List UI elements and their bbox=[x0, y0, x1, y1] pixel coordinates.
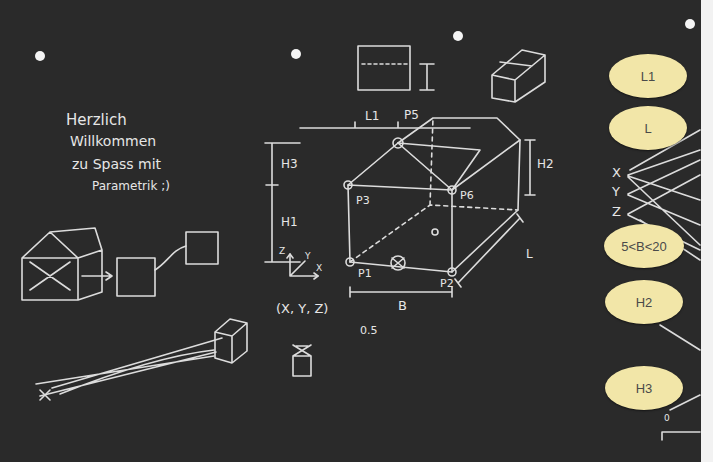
dimension-label: P3 bbox=[356, 195, 370, 207]
dimension-label: P5 bbox=[404, 109, 419, 122]
dimension-label: H1 bbox=[281, 216, 298, 229]
dimension-label: H2 bbox=[537, 158, 554, 171]
dimension-label: P6 bbox=[460, 190, 474, 202]
dimension-label: P2 bbox=[440, 278, 454, 290]
profile-sketch bbox=[358, 46, 545, 102]
parameter-name: 5<B<20 bbox=[621, 239, 667, 254]
dimension-label: L bbox=[526, 248, 533, 261]
dimension-label: H3 bbox=[281, 158, 298, 171]
dimension-label: X bbox=[316, 264, 322, 274]
dimension-label: X bbox=[612, 166, 621, 180]
parameter-name: L1 bbox=[641, 69, 655, 84]
dimension-label: P1 bbox=[358, 268, 372, 280]
parameter-name: H3 bbox=[636, 381, 653, 396]
small-figure bbox=[293, 345, 311, 376]
dimension-label: L1 bbox=[365, 110, 379, 123]
house-sketch bbox=[22, 228, 218, 300]
parameter-name: H2 bbox=[636, 295, 653, 310]
parametric-box bbox=[344, 118, 520, 276]
dimension-label: Y bbox=[305, 252, 311, 262]
parameter-card: H3 bbox=[605, 366, 683, 410]
parameter-card: H2 bbox=[605, 280, 683, 324]
dimension-label: Y bbox=[612, 185, 620, 199]
dimension-label: B bbox=[398, 299, 407, 313]
dimension-label: Z bbox=[612, 205, 621, 219]
perspective-sketch bbox=[36, 319, 247, 400]
parameter-card: L bbox=[609, 106, 687, 150]
magnets bbox=[35, 19, 695, 382]
board-edge bbox=[701, 0, 713, 462]
dimension-label: 0.5 bbox=[360, 325, 378, 337]
welcome-note: Willkommen bbox=[70, 134, 156, 149]
axis-symbol bbox=[287, 254, 318, 279]
dimension-label: 0 bbox=[664, 414, 670, 424]
dimension-label: Z bbox=[279, 247, 285, 257]
welcome-note: Parametrik ;) bbox=[92, 180, 170, 193]
dimension-label: (X, Y, Z) bbox=[276, 302, 328, 316]
welcome-note: zu Spass mit bbox=[72, 157, 161, 172]
dimension-lines bbox=[265, 122, 535, 297]
parameter-card: L1 bbox=[609, 54, 687, 98]
parameter-name: L bbox=[644, 121, 651, 136]
parameter-card: 5<B<20 bbox=[604, 224, 684, 268]
welcome-note: Herzlich bbox=[66, 112, 127, 129]
